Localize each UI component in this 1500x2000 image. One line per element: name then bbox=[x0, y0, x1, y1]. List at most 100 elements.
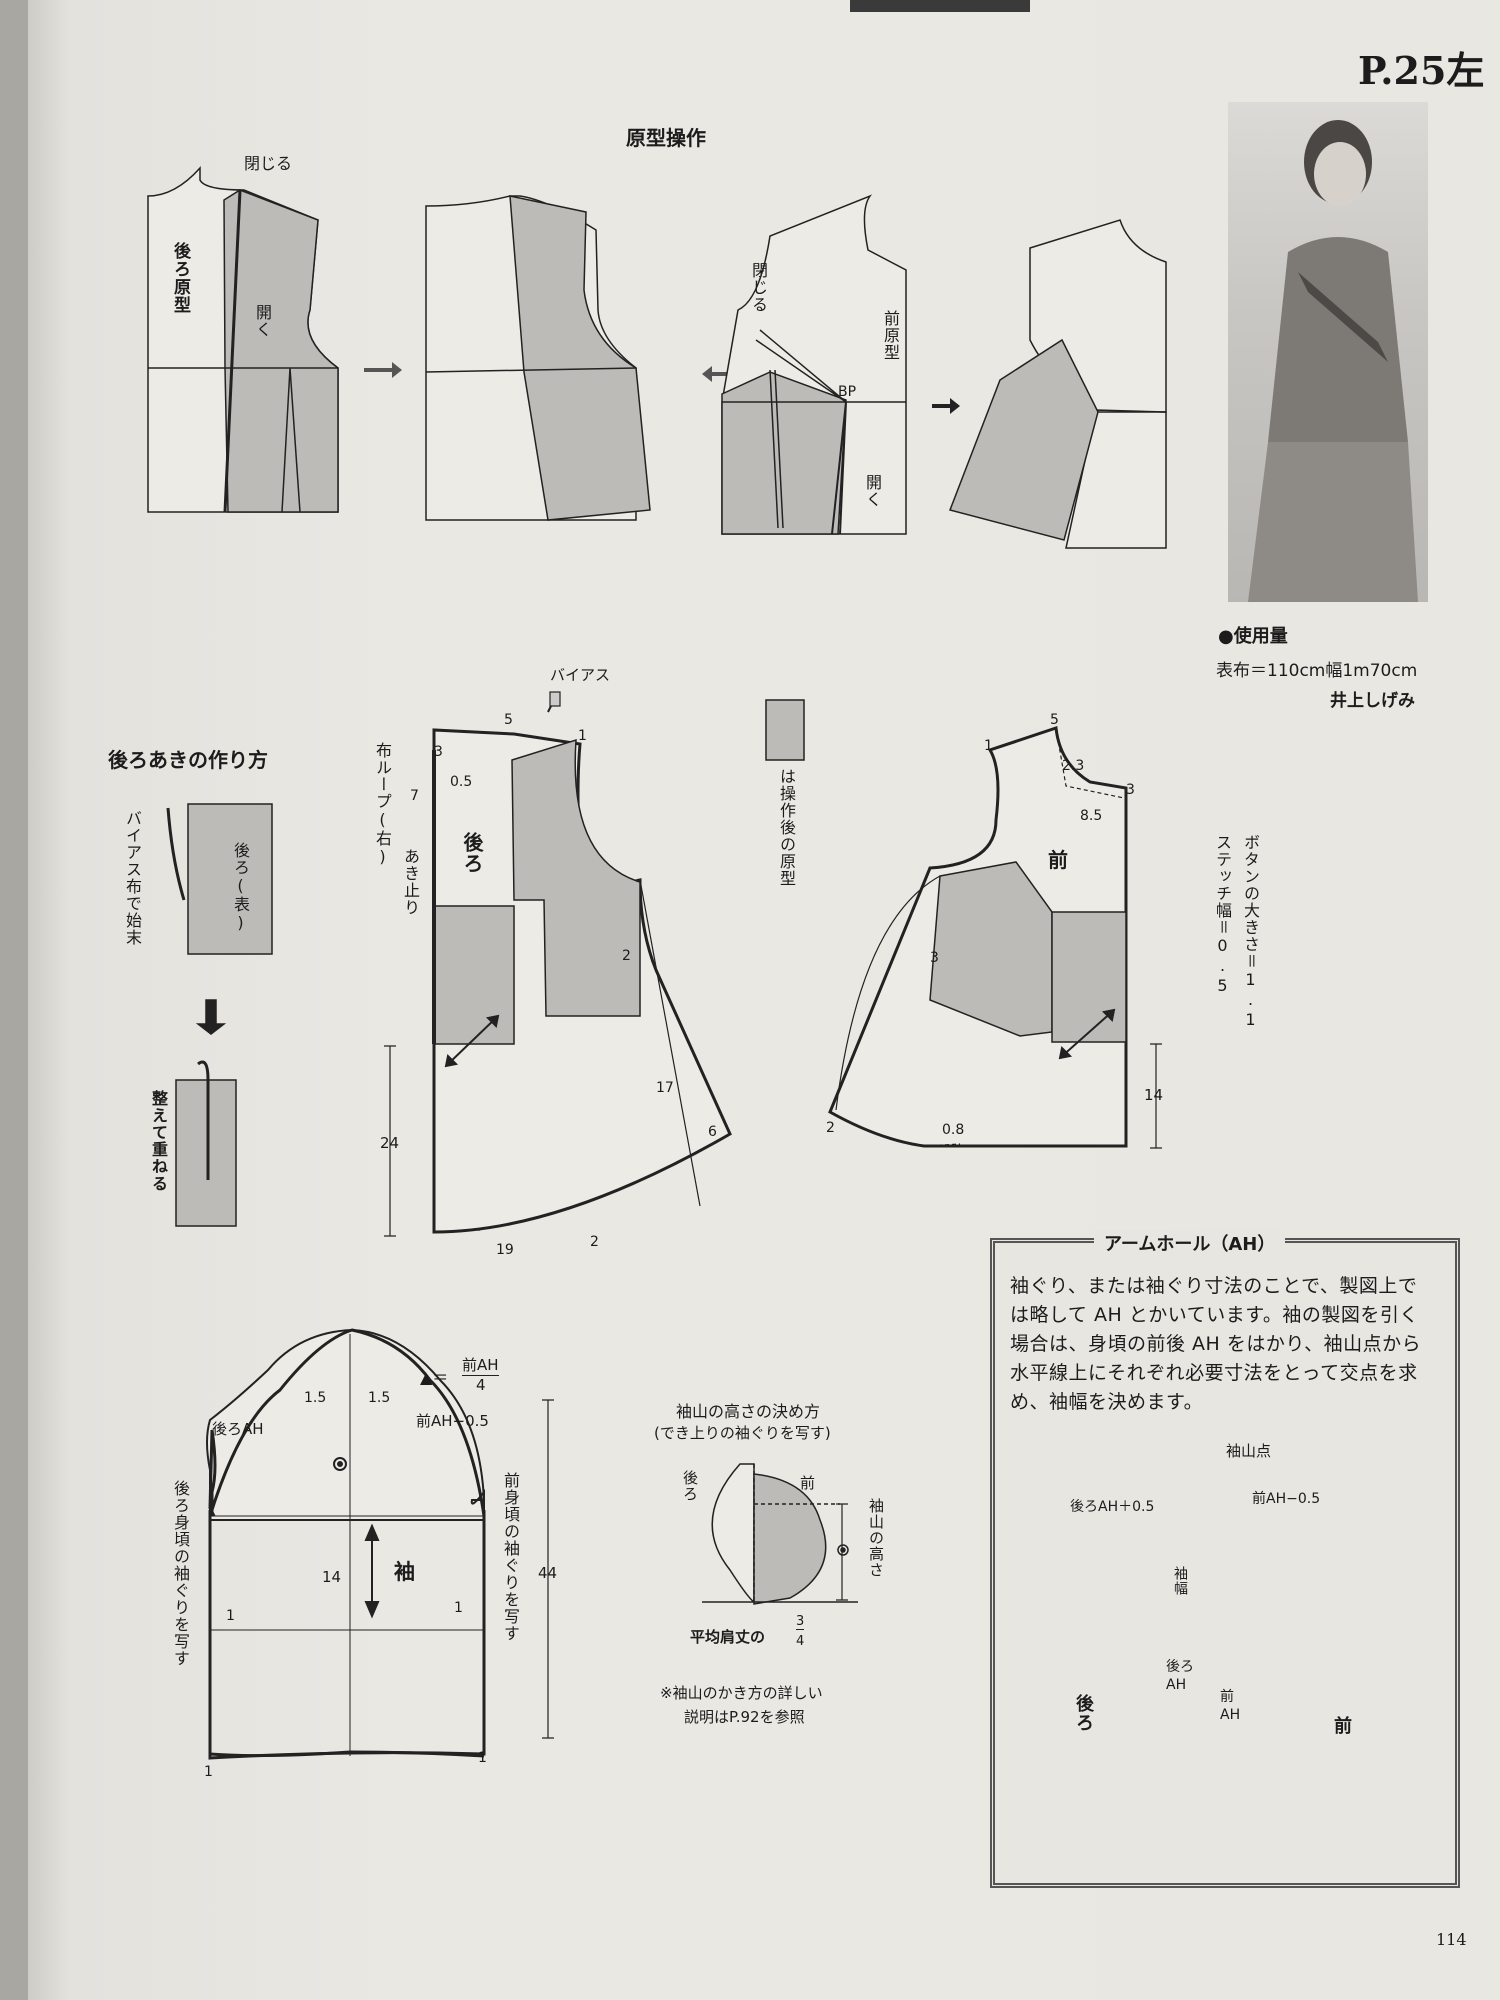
sleeve-formula-num: 前AH bbox=[462, 1356, 499, 1376]
front-piece-pattern bbox=[828, 725, 1162, 1149]
sleeve-copy-back: 後ろ身頃の袖ぐりを写す bbox=[171, 1480, 190, 1667]
front-m08: 0.8 bbox=[942, 1122, 965, 1138]
back-m1: 1 bbox=[578, 728, 587, 744]
bias-label: バイアス bbox=[550, 666, 611, 684]
materials-fabric: 表布＝110cm幅1m70cm bbox=[1216, 661, 1418, 681]
close-label-2: 閉じる bbox=[749, 262, 768, 313]
page-number: 114 bbox=[1436, 1930, 1467, 1949]
arrange-overlap-label: 整えて重ねる bbox=[149, 1090, 168, 1192]
armhole-text: 袖ぐり、または袖ぐり寸法のことで、製図上では略して AH とかいています。袖の製… bbox=[1010, 1275, 1422, 1413]
sleeve-m1d: 1 bbox=[478, 1750, 487, 1766]
armhole-front: 前 bbox=[1334, 1716, 1352, 1737]
legend-shaded-swatch bbox=[765, 699, 805, 761]
legend-text: は操作後の原型 bbox=[777, 768, 796, 887]
front-block-diagram bbox=[721, 194, 907, 535]
sleeve-m1a: 1 bbox=[226, 1608, 235, 1624]
sleeve-formula-lhs: ▲＝ bbox=[420, 1368, 449, 1387]
sleeve-m1b: 1 bbox=[454, 1600, 463, 1616]
front-m3b: 3 bbox=[930, 950, 939, 966]
header-band bbox=[850, 0, 1030, 12]
author-name: 井上しげみ bbox=[1330, 691, 1415, 711]
back-m19: 19 bbox=[496, 1242, 514, 1258]
close-label-1: 閉じる bbox=[244, 154, 293, 173]
cap-height-cap: 袖山の高さ bbox=[867, 1498, 885, 1578]
back-m3: 3 bbox=[434, 744, 443, 760]
armhole-back-ah: 後ろAH＋0.5 bbox=[1070, 1499, 1155, 1515]
front-m23: 2.3 bbox=[1062, 758, 1085, 774]
avg-shoulder-num: 3 bbox=[796, 1614, 805, 1630]
open-label-2: 開く bbox=[863, 474, 882, 508]
opening-end-label: あき止り bbox=[401, 848, 420, 916]
cap-height-note1: ※袖山のかき方の詳しい bbox=[660, 1684, 823, 1702]
back-m05: 0.5 bbox=[450, 774, 473, 790]
front-piece-label: 前 bbox=[1048, 848, 1068, 872]
sleeve-front-ah: 前AH−0.5 bbox=[416, 1412, 489, 1430]
cap-height-back: 後ろ bbox=[681, 1470, 699, 1502]
sleeve-m44: 44 bbox=[538, 1564, 558, 1582]
armhole-front-ah: 前AH−0.5 bbox=[1252, 1491, 1321, 1507]
cap-height-subtitle: (でき上りの袖ぐりを写す) bbox=[654, 1424, 831, 1442]
open-label-1: 開く bbox=[253, 304, 272, 338]
back-opening-title: 後ろあきの作り方 bbox=[108, 748, 268, 772]
front-m14: 14 bbox=[1144, 1086, 1164, 1104]
back-m5: 5 bbox=[504, 712, 513, 728]
arrow-right-2 bbox=[932, 398, 960, 414]
bias-finish-label: バイアス布で始末 bbox=[123, 810, 142, 946]
sleeve-formula-den: 4 bbox=[476, 1376, 486, 1394]
front-m1: 1 bbox=[984, 738, 993, 754]
cap-height-front: 前 bbox=[800, 1474, 816, 1492]
model-figure bbox=[1248, 120, 1418, 602]
back-block-diagram bbox=[147, 166, 339, 513]
armhole-width: 袖幅 bbox=[1172, 1566, 1188, 1596]
pattern-ops-title: 原型操作 bbox=[626, 126, 706, 150]
back-m7: 7 bbox=[410, 788, 419, 804]
sleeve-copy-front: 前身頃の袖ぐりを写す bbox=[501, 1472, 520, 1642]
sleeve-m15b: 1.5 bbox=[368, 1390, 391, 1406]
avg-shoulder: 平均肩丈の bbox=[690, 1628, 766, 1646]
front-m3: 3 bbox=[1126, 782, 1135, 798]
sleeve-m14: 14 bbox=[322, 1568, 342, 1586]
back-right-side-label: 後ろ(表) bbox=[231, 842, 250, 933]
back-m24: 24 bbox=[380, 1134, 400, 1152]
back-m2b: 2 bbox=[590, 1234, 599, 1250]
bp-label: BP bbox=[838, 384, 857, 400]
materials-label: ●使用量 bbox=[1218, 626, 1288, 647]
cap-height-title: 袖山の高さの決め方 bbox=[676, 1402, 821, 1421]
front-m85: 8.5 bbox=[1080, 808, 1103, 824]
sleeve-m15a: 1.5 bbox=[304, 1390, 327, 1406]
model-photo bbox=[1228, 102, 1428, 602]
armhole-back: 後ろ bbox=[1073, 1694, 1094, 1732]
cap-height-note2: 説明はP.92を参照 bbox=[684, 1708, 805, 1726]
armhole-title: アームホール（AH） bbox=[1094, 1230, 1286, 1256]
cap-height-diagram bbox=[702, 1463, 858, 1605]
front-block-result bbox=[948, 219, 1167, 549]
back-m2a: 2 bbox=[622, 948, 631, 964]
arrow-right-1 bbox=[364, 362, 402, 378]
back-opening-detail bbox=[166, 803, 273, 1227]
avg-shoulder-den: 4 bbox=[796, 1634, 805, 1649]
sleeve-pattern bbox=[206, 1328, 554, 1760]
armhole-info-box bbox=[990, 1238, 1460, 1888]
sleeve-m1c: 1 bbox=[204, 1764, 213, 1780]
button-size-note: ボタンの大きさ＝1.1 bbox=[1241, 834, 1260, 1030]
sleeve-label: 袖 bbox=[394, 1560, 415, 1584]
stitch-width-note: ステッチ幅＝0.5 bbox=[1213, 834, 1232, 996]
arrow-left-1 bbox=[702, 366, 740, 382]
armhole-front-ah-label: 前AH bbox=[1220, 1689, 1241, 1723]
back-block-result bbox=[425, 195, 651, 521]
back-m17: 17 bbox=[656, 1080, 674, 1096]
front-block-label: 前原型 bbox=[881, 310, 900, 361]
armhole-back-ah-label: 後ろAH bbox=[1166, 1659, 1194, 1693]
page-ref: P.25左 bbox=[1358, 48, 1485, 93]
sleeve-back-ah: 後ろAH bbox=[212, 1420, 264, 1438]
front-m2: 2 bbox=[826, 1120, 835, 1136]
back-block-label: 後ろ原型 bbox=[170, 242, 190, 314]
back-piece-label: 後ろ bbox=[460, 832, 484, 874]
front-m5: 5 bbox=[1050, 712, 1059, 728]
back-m6: 6 bbox=[708, 1124, 717, 1140]
fabric-loop-label: 布ループ(右) bbox=[373, 742, 392, 867]
armhole-cap-point: 袖山点 bbox=[1226, 1442, 1272, 1460]
back-piece-pattern bbox=[384, 691, 732, 1237]
page-spine bbox=[0, 0, 28, 2000]
